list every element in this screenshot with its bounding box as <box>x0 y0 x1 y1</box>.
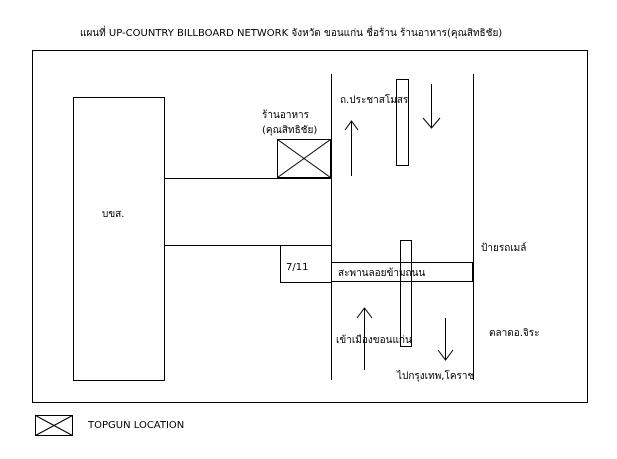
seven-eleven-label: 7/11 <box>286 262 308 273</box>
arrow-down-upper-icon <box>422 84 441 129</box>
map-title: แผนที่ UP-COUNTRY BILLBOARD NETWORK จังห… <box>80 25 502 39</box>
legend-label: TOPGUN LOCATION <box>87 420 184 431</box>
to-city-label: เข้าเมืองขอนแก่น <box>336 334 412 346</box>
arrow-up-upper-icon <box>344 120 359 176</box>
restaurant-label-owner: (คุณสิทธิชัย) <box>262 125 317 136</box>
road-name-label: ถ.ประชาสโมสร <box>340 93 409 106</box>
restaurant-location-marker <box>277 139 331 178</box>
seven-eleven-building <box>280 245 331 283</box>
legend-x-box-icon <box>35 415 73 436</box>
map-frame <box>32 50 588 403</box>
bus-stop-label: ป้ายรถเมล์ <box>481 242 526 254</box>
pedestrian-overpass <box>331 262 473 282</box>
restaurant-label-name: ร้านอาหาร <box>262 109 310 121</box>
arrow-up-lower-icon <box>356 307 373 370</box>
lower-median <box>400 240 412 347</box>
overpass-label: สะพานลอยข้ามถนน <box>338 267 425 279</box>
bus-terminal-building <box>73 97 165 381</box>
bus-terminal-label: บขส. <box>102 209 124 220</box>
to-bangkok-korat-label: ไปกรุงเทพ,โคราช <box>396 369 475 382</box>
upper-median <box>396 79 409 166</box>
arrow-down-lower-icon <box>437 318 454 361</box>
market-label: ตลาดอ.จิระ <box>489 328 540 339</box>
